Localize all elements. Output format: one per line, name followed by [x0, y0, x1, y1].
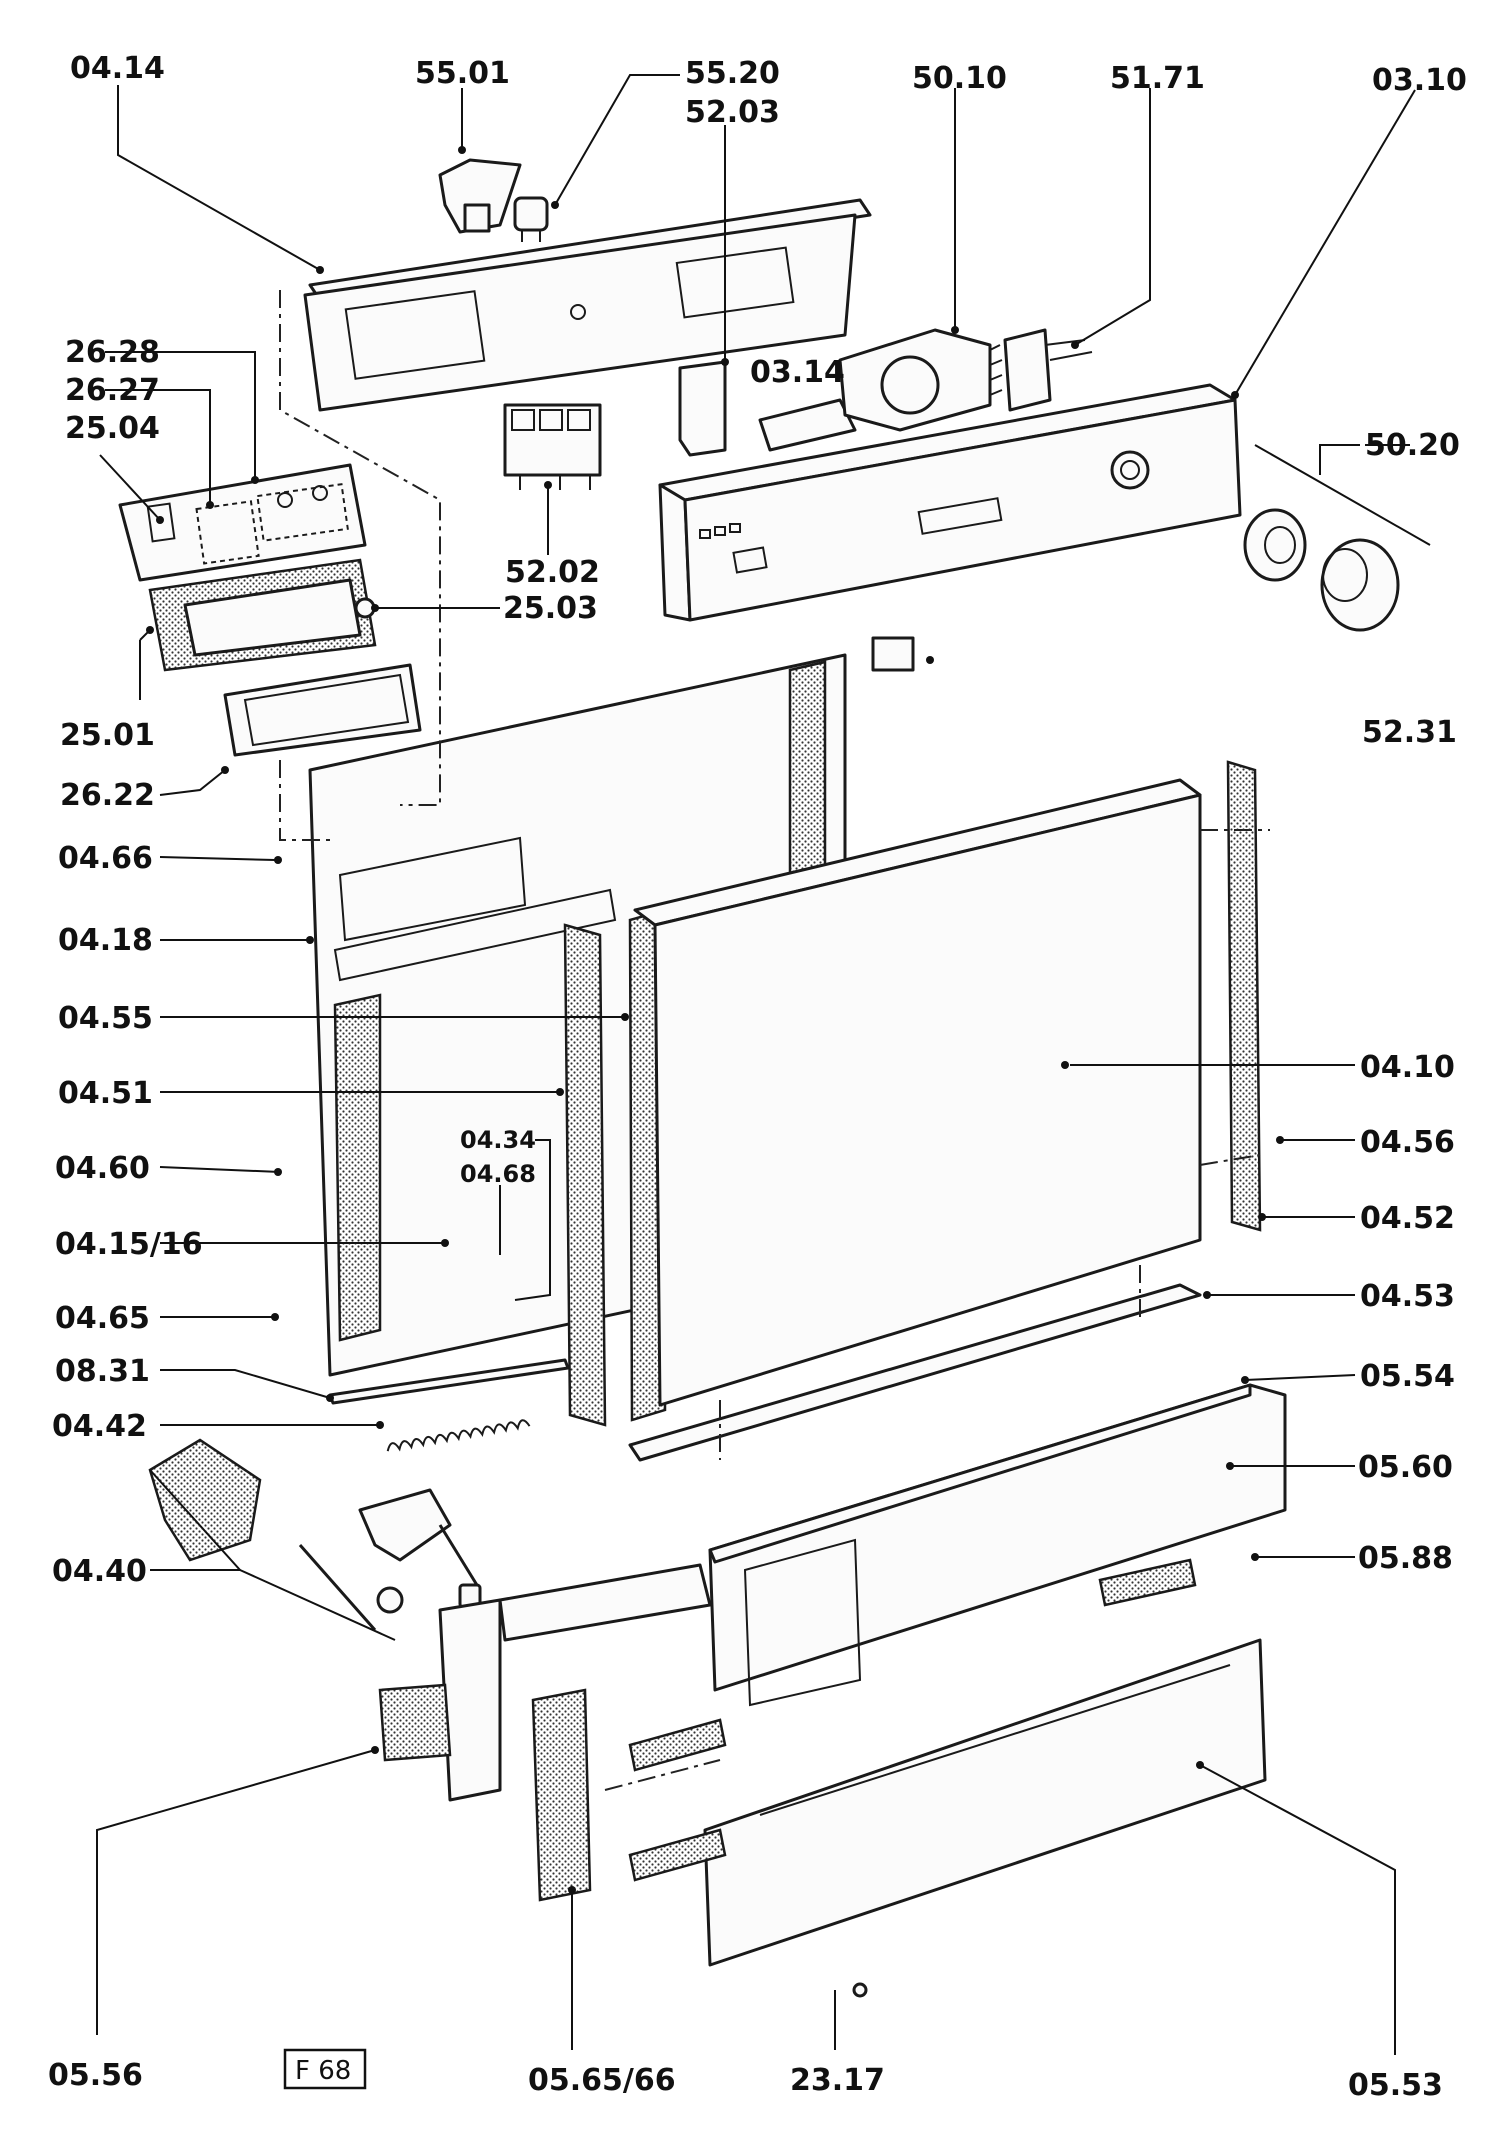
label-05-56: 05.56	[48, 2058, 143, 2093]
part-bottom-cover-05-53	[628, 1558, 1267, 1967]
part-seal-04-52	[1226, 760, 1262, 1232]
label-05-88: 05.88	[1358, 1541, 1453, 1576]
label-05-53: 05.53	[1348, 2068, 1443, 2103]
label-25-04: 25.04	[65, 411, 160, 446]
figure-code: F 68	[295, 2056, 351, 2086]
figure-code-box: F 68	[283, 2048, 367, 2090]
part-knob-50-20	[1243, 508, 1400, 632]
part-bracket-52-03	[678, 360, 727, 457]
label-04-10: 04.10	[1360, 1050, 1455, 1085]
label-05-65-66: 05.65/66	[528, 2063, 676, 2098]
label-05-54: 05.54	[1360, 1359, 1455, 1394]
part-gasket-26-22	[223, 663, 422, 757]
label-04-56: 04.56	[1360, 1125, 1455, 1160]
part-terminal-51-71	[1003, 328, 1093, 412]
label-04-66: 04.66	[58, 841, 153, 876]
label-05-60: 05.60	[1358, 1450, 1453, 1485]
label-04-40: 04.40	[52, 1554, 147, 1589]
label-04-15-16: 04.15/16	[55, 1227, 203, 1262]
label-26-28: 26.28	[65, 335, 160, 370]
label-04-55: 04.55	[58, 1001, 153, 1036]
part-cover-03-14	[758, 398, 857, 452]
part-labels: 04.14 55.01 55.20 52.03 50.10 51.71 03.1…	[48, 51, 1467, 2103]
part-switch-55-20	[513, 196, 549, 242]
label-50-20: 50.20	[1365, 428, 1460, 463]
label-03-14: 03.14	[750, 355, 845, 390]
label-04-51: 04.51	[58, 1076, 153, 1111]
part-top-rail	[303, 198, 872, 412]
leader-lines	[96, 74, 1431, 2055]
label-25-01: 25.01	[60, 718, 155, 753]
label-08-31: 08.31	[55, 1354, 150, 1389]
part-seal-04-51	[563, 923, 607, 1427]
label-52-31: 52.31	[1362, 715, 1457, 750]
part-screw-23-17	[852, 1982, 868, 1998]
label-04-42: 04.42	[52, 1409, 147, 1444]
part-kickplate-05-60	[708, 1383, 1287, 1707]
label-26-22: 26.22	[60, 778, 155, 813]
assembly-lines	[279, 290, 1270, 1791]
label-55-20: 55.20	[685, 56, 780, 91]
label-04-14: 04.14	[70, 51, 165, 86]
label-55-01: 55.01	[415, 56, 510, 91]
label-23-17: 23.17	[790, 2063, 885, 2098]
label-50-10: 50.10	[912, 61, 1007, 96]
part-relay-52-02	[503, 403, 602, 490]
label-04-52: 04.52	[1360, 1201, 1455, 1236]
label-04-65: 04.65	[55, 1301, 150, 1336]
leader-dots	[146, 146, 1284, 1894]
part-timer-50-10	[838, 328, 1003, 432]
label-04-60: 04.60	[55, 1151, 150, 1186]
part-block-52-31	[871, 636, 915, 672]
part-rail-05-65	[531, 1688, 592, 1902]
label-04-53: 04.53	[1360, 1279, 1455, 1314]
part-dispenser-body	[148, 558, 377, 672]
part-dispenser-lid	[118, 463, 367, 582]
part-switch-55-01	[438, 158, 522, 234]
part-hinge-04-40	[148, 1438, 482, 1631]
part-door-panel-04-10	[633, 778, 1202, 1407]
label-04-34: 04.34	[460, 1126, 536, 1154]
part-control-panel-03-10	[658, 383, 1242, 622]
part-strip-04-53	[628, 1283, 1202, 1462]
part-bracket-05-56	[378, 1563, 712, 1802]
label-03-10: 03.10	[1372, 63, 1467, 98]
label-52-03: 52.03	[685, 95, 780, 130]
label-26-27: 26.27	[65, 373, 160, 408]
label-04-18: 04.18	[58, 923, 153, 958]
label-04-68: 04.68	[460, 1160, 536, 1188]
label-52-02: 52.02	[505, 555, 600, 590]
label-25-03: 25.03	[503, 591, 598, 626]
label-51-71: 51.71	[1110, 61, 1205, 96]
part-spring-04-42	[386, 1419, 531, 1452]
